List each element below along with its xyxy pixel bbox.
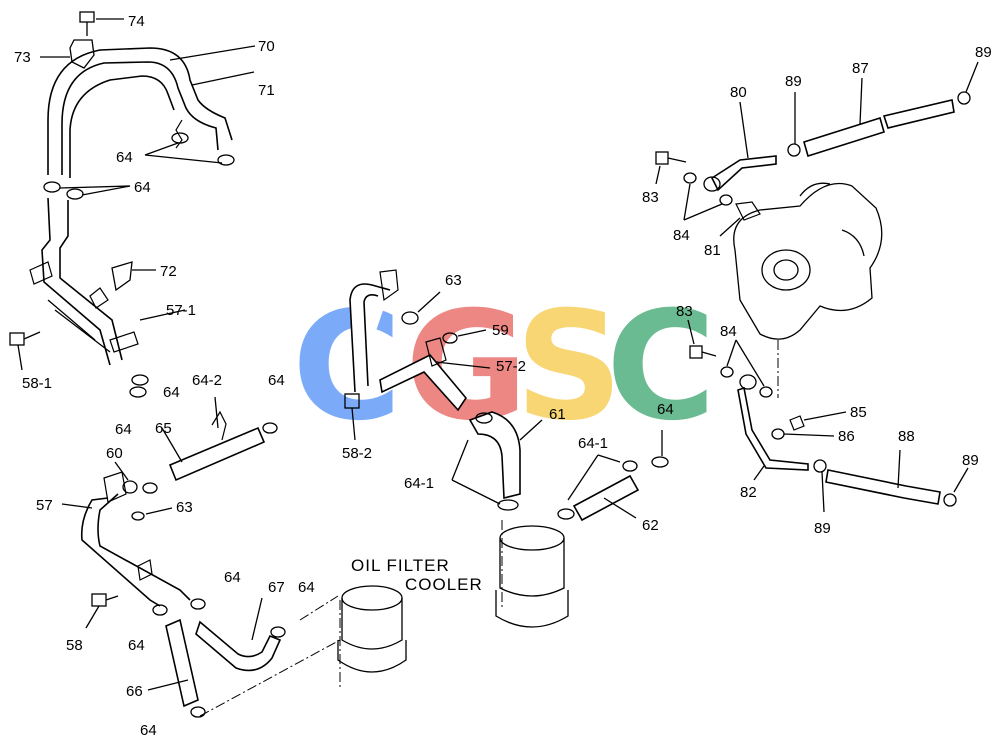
callout-74: 74	[128, 13, 145, 30]
part-66-hose	[147, 618, 199, 708]
callout-64: 64	[140, 722, 157, 739]
part-82-oil-pipe	[737, 374, 809, 481]
part-83-banjo-bolt	[687, 319, 717, 359]
callout-64: 64	[657, 401, 674, 418]
part-83-banjo-bolt	[655, 151, 687, 185]
part-73-hose-clip	[40, 39, 95, 69]
callout-80: 80	[730, 84, 747, 101]
part-62-pipe	[557, 454, 640, 522]
oil-filter-cooler-left	[199, 585, 407, 717]
callout-83: 83	[642, 189, 659, 206]
part-67-hose	[195, 597, 282, 672]
callout-84: 84	[673, 227, 690, 244]
callout-82: 82	[740, 484, 757, 501]
caption-oil-filter: OIL FILTER	[351, 556, 450, 575]
callout-89: 89	[785, 73, 802, 90]
callout-71: 71	[258, 82, 275, 99]
part-72-bracket	[111, 261, 156, 292]
callout-89: 89	[814, 520, 831, 537]
callout-64: 64	[268, 372, 285, 389]
oil-filter-cooler-right	[495, 520, 569, 628]
callout-70: 70	[258, 38, 275, 55]
part-64-hose-clamp	[651, 430, 669, 468]
part-61-hose	[451, 411, 543, 511]
part-63-washer	[131, 507, 173, 521]
callout-73: 73	[14, 49, 31, 66]
callout-59: 59	[492, 322, 509, 339]
callout-64: 64	[134, 179, 151, 196]
callout-57: 57	[36, 497, 53, 514]
part-74-bolt	[79, 11, 124, 36]
callout-labels: 74 73 70 71 64 64 72 57-1 58-1 64 64-2 6…	[14, 13, 992, 739]
callout-63: 63	[445, 272, 462, 289]
callout-63: 63	[176, 499, 193, 516]
callout-62: 62	[642, 517, 659, 534]
callout-65: 65	[155, 420, 172, 437]
part-81-union	[719, 201, 761, 237]
part-64-hose-clamp	[142, 482, 158, 494]
callout-64: 64	[128, 637, 145, 654]
callout-84: 84	[720, 323, 737, 340]
part-84-washer	[683, 172, 733, 221]
part-86-washer	[771, 428, 835, 440]
callout-64: 64	[115, 421, 132, 438]
caption-cooler: COOLER	[405, 575, 483, 594]
callout-66: 66	[126, 683, 143, 700]
callout-81: 81	[704, 242, 721, 259]
part-70-oil-hose	[47, 47, 233, 178]
part-88-hose	[813, 449, 969, 513]
callout-60: 60	[106, 445, 123, 462]
part-58-1-bolt	[9, 331, 41, 371]
part-58-2-bolt	[344, 393, 360, 441]
part-59-seal	[442, 329, 487, 344]
part-84-washer	[720, 339, 773, 398]
part-63-washer	[401, 291, 441, 325]
watermark-letter-s: S	[515, 280, 623, 454]
part-57-2-oil-pipe	[349, 269, 491, 412]
callout-61: 61	[549, 406, 566, 423]
watermark-letter-c2: C	[606, 280, 716, 454]
callout-88: 88	[898, 428, 915, 445]
callout-89: 89	[975, 44, 992, 61]
callout-64-1: 64-1	[404, 475, 434, 492]
part-57-1-oil-pipe	[29, 197, 186, 366]
part-64-hose-clamp	[152, 598, 286, 718]
callout-58-1: 58-1	[22, 375, 52, 392]
part-58-bolt	[85, 593, 119, 629]
callout-64: 64	[224, 569, 241, 586]
callout-58: 58	[66, 637, 83, 654]
part-64-hose-clamp	[43, 132, 235, 200]
callout-64: 64	[116, 149, 133, 166]
part-60-banjo-bolt	[114, 461, 138, 494]
callout-64-2: 64-2	[192, 372, 222, 389]
part-80-oil-pipe	[703, 101, 777, 192]
callout-89: 89	[962, 452, 979, 469]
callout-72: 72	[160, 263, 177, 280]
part-87-hose	[787, 61, 979, 158]
callout-67: 67	[268, 579, 285, 596]
part-64-hose-clamp	[129, 374, 149, 398]
callout-58-2: 58-2	[342, 445, 372, 462]
part-65-sleeve	[161, 396, 278, 482]
callout-64: 64	[163, 384, 180, 401]
callout-57-1: 57-1	[166, 302, 196, 319]
callout-83: 83	[676, 303, 693, 320]
callout-87: 87	[852, 60, 869, 77]
part-57-oil-pipe	[61, 471, 191, 607]
part-85-bolt	[789, 411, 847, 431]
callout-64: 64	[298, 579, 315, 596]
watermark-letter-c1: C	[292, 280, 402, 454]
callout-57-2: 57-2	[496, 358, 526, 375]
watermark: C G S C	[292, 280, 716, 454]
turbocharger	[733, 182, 883, 398]
callout-85: 85	[850, 404, 867, 421]
callout-86: 86	[838, 428, 855, 445]
callout-64-1: 64-1	[578, 435, 608, 452]
